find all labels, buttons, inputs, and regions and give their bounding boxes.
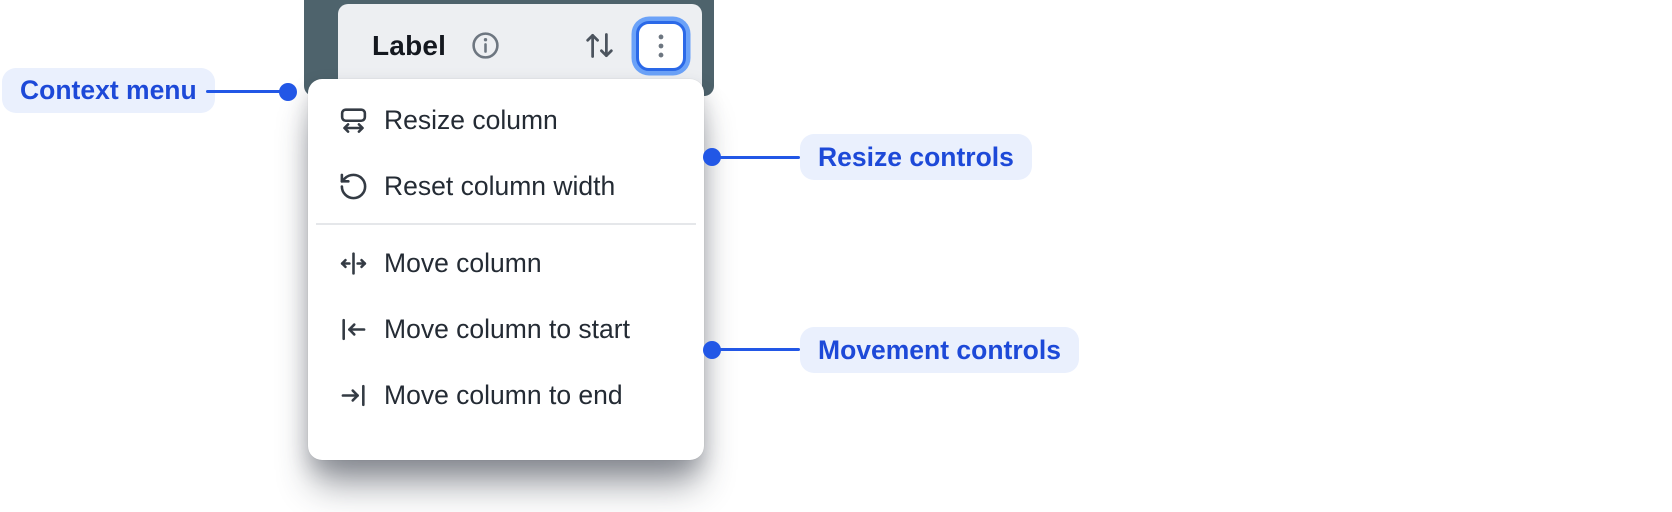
move-to-start-icon: [338, 314, 369, 345]
sort-arrows-icon[interactable]: [583, 29, 616, 62]
annotation-connector-line: [712, 348, 800, 351]
menu-item-label: Move column to start: [384, 313, 630, 344]
menu-item-label: Reset column width: [384, 170, 616, 201]
annotation-resize-controls: Resize controls: [800, 134, 1032, 180]
menu-item[interactable]: Move column to start: [308, 296, 704, 362]
menu-item[interactable]: Move column to end: [308, 362, 704, 428]
menu-item[interactable]: Reset column width: [308, 153, 704, 219]
menu-item[interactable]: Move column: [308, 230, 704, 296]
move-to-end-icon: [338, 380, 369, 411]
column-header: Label: [338, 4, 702, 87]
annotation-movement-controls: Movement controls: [800, 327, 1079, 373]
move-column-icon: [338, 248, 369, 279]
menu-item-label: Move column: [384, 247, 542, 278]
menu-item[interactable]: Resize column: [308, 87, 704, 153]
info-icon[interactable]: [470, 30, 501, 61]
reset-width-icon: [338, 171, 369, 202]
annotation-connector-dot: [703, 341, 721, 359]
menu-item-label: Resize column: [384, 104, 558, 135]
column-menu-button[interactable]: [636, 20, 686, 71]
column-header-label: Label: [372, 29, 447, 61]
annotation-connector-dot: [703, 148, 721, 166]
annotation-connector-line: [206, 90, 288, 93]
annotation-connector-dot: [279, 83, 297, 101]
annotation-context-menu: Context menu: [2, 68, 215, 113]
menu-item-label: Move column to end: [384, 379, 623, 410]
context-menu: Resize column Reset column width Move co…: [308, 79, 704, 460]
resize-column-icon: [338, 105, 369, 136]
menu-divider: [316, 223, 696, 225]
kebab-menu-icon: [645, 30, 677, 62]
annotation-connector-line: [712, 156, 800, 159]
